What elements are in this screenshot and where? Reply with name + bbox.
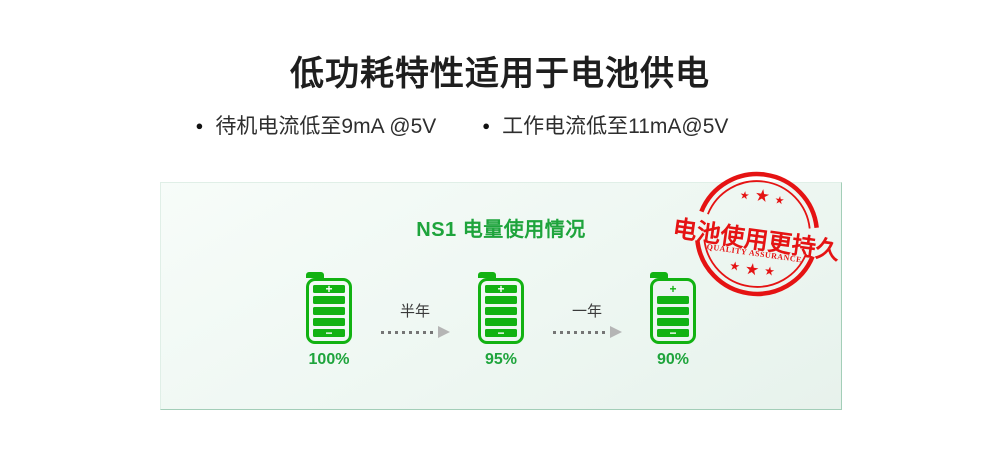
panel-title: NS1 电量使用情况 [416,219,586,241]
arrow-label: 一年 [571,303,602,320]
star-icon: ★ [728,258,742,274]
bullet-label: 待机电流低至9mA @5V [215,115,437,138]
battery-segment [485,307,517,315]
dotted-arrow-icon [552,326,622,338]
battery-segment [657,318,689,326]
battery-percent: 90% [656,351,690,368]
battery-segment [485,318,517,326]
star-icon: ★ [738,189,751,203]
battery-item-90: +− 90% [642,272,704,369]
battery-percent: 100% [308,351,350,368]
battery-segment: − [313,327,345,339]
page-title: 低功耗特性适用于电池供电 [290,55,710,93]
battery-percent: 95% [484,351,518,368]
dotted-arrow-icon [380,326,450,338]
battery-segment [485,296,517,304]
bullet-standby-current: ● 待机电流低至9mA @5V [196,110,437,140]
battery-icon: +− [650,272,696,344]
battery-cap [478,272,496,278]
battery-segment: + [485,283,517,295]
bullet-working-current: ● 工作电流低至11mA@5V [482,110,728,140]
quality-stamp: ★ ★ ★ 电池使用更持久 QUALITY ASSURANCE ★ ★ ★ [667,144,848,325]
battery-usage-panel: NS1 电量使用情况 +− 100% 半年 +− [160,171,842,410]
arrow-head [609,326,622,338]
star-icon: ★ [743,260,761,280]
battery-segment [313,307,345,315]
battery-icon: +− [306,272,352,344]
battery-segment: − [657,327,689,339]
battery-segment: + [313,283,345,295]
arrow-dots [380,330,437,334]
arrow-dots [552,330,609,334]
transition-arrow-one-year: 一年 [544,300,630,338]
battery-body: +− [478,278,524,344]
bullet-dot-icon: ● [482,117,491,133]
battery-icon: +− [478,272,524,344]
battery-segment [657,296,689,304]
arrow-label: 半年 [399,303,430,320]
star-icon: ★ [773,194,786,208]
bullet-dot-icon: ● [195,117,204,133]
battery-diagram: +− 100% 半年 +− 95% 一年 [161,272,841,369]
stamp-ring-icon [695,171,819,297]
star-icon: ★ [763,263,776,279]
battery-cap [306,272,324,278]
battery-segment [657,307,689,315]
battery-segment: − [485,327,517,339]
battery-segment [313,318,345,326]
battery-body: +− [306,278,352,344]
transition-arrow-half-year: 半年 [372,300,458,338]
feature-bullets: ● 待机电流低至9mA @5V ● 工作电流低至11mA@5V [0,110,962,140]
battery-segment [313,296,345,304]
battery-segment: + [669,282,677,296]
battery-body: +− [650,278,696,344]
star-icon: ★ [753,185,772,207]
bullet-label: 工作电流低至11mA@5V [502,115,729,138]
arrow-head [437,326,450,338]
battery-item-100: +− 100% [298,272,360,369]
battery-item-95: +− 95% [470,272,532,369]
battery-cap [650,272,668,278]
